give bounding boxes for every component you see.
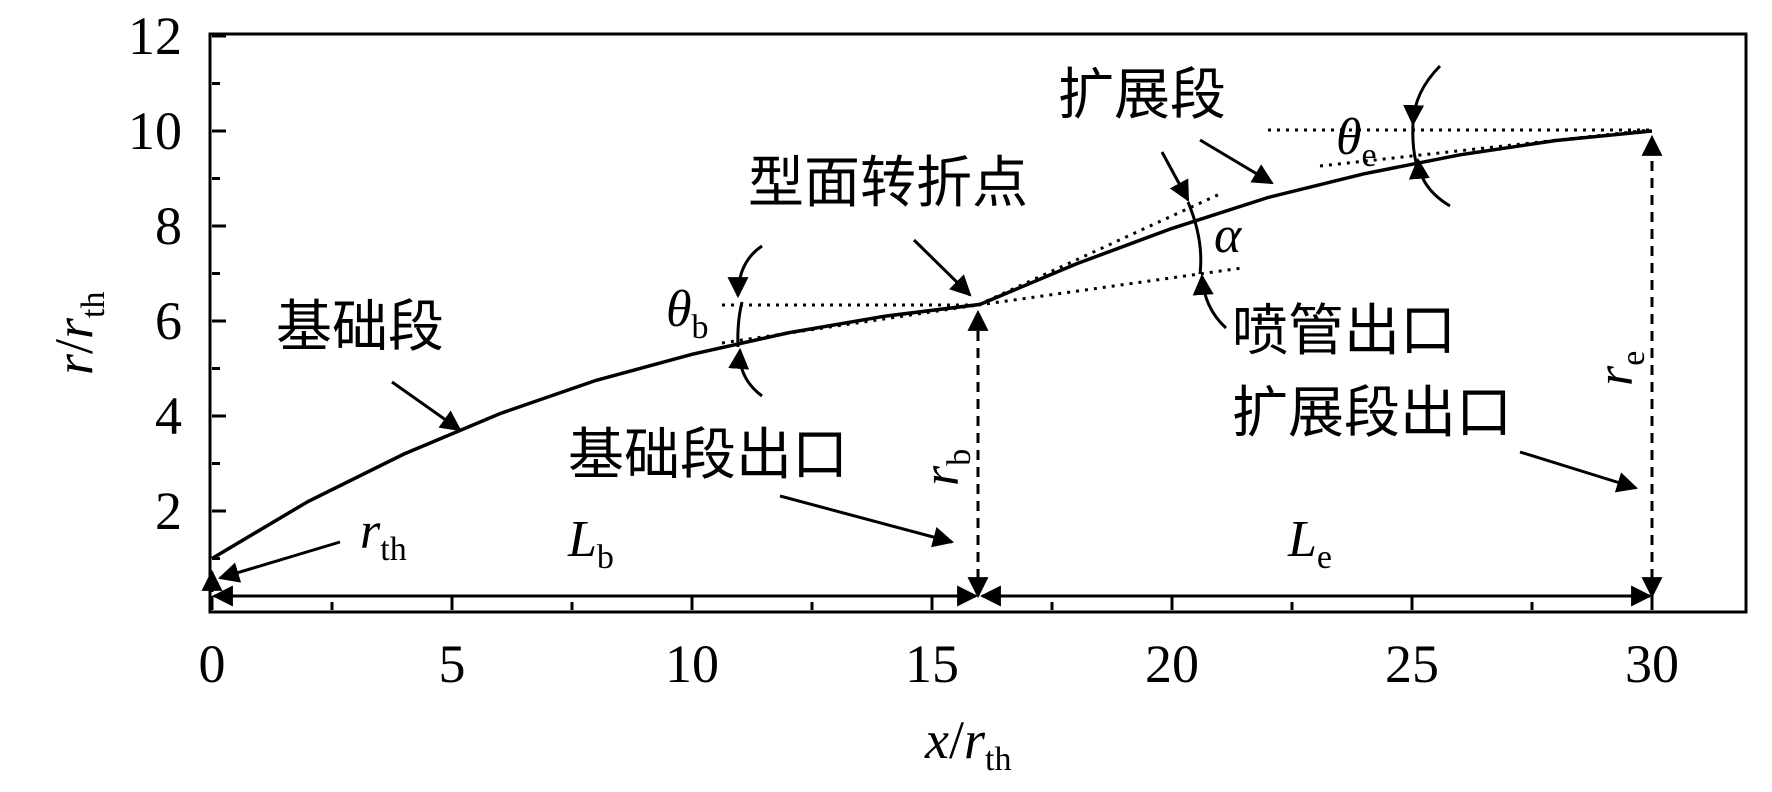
- plot-frame: [208, 32, 1748, 614]
- L-e-label-sub: e: [1317, 539, 1332, 576]
- alpha-upper-pointer: [1160, 151, 1190, 202]
- y-axis-label-r2: r: [44, 317, 104, 339]
- inflection-point-label: 型面转折点: [748, 151, 1028, 216]
- y-axis-label: r/rth: [44, 292, 112, 376]
- y-tick-label: 2: [155, 481, 182, 541]
- x-ticks: 0 5 10 15 20 25 30: [199, 596, 1679, 694]
- x-tick-label: 5: [439, 634, 466, 694]
- r-e-label-sub: e: [1615, 351, 1652, 366]
- x-tick-label: 20: [1145, 634, 1199, 694]
- base-exit-arrow: [779, 494, 955, 548]
- L-e-label-main: L: [1287, 511, 1317, 568]
- x-tick-label: 10: [665, 634, 719, 694]
- theta-b-lower-pointer: [728, 347, 763, 398]
- L-b-label-main: L: [567, 511, 597, 568]
- base-section-label: 基础段: [276, 295, 444, 360]
- r-e-label-main: r: [1587, 365, 1644, 386]
- theta-e-upper-pointer: [1403, 64, 1442, 127]
- alpha-lower-pointer: [1192, 273, 1228, 330]
- y-axis-label-slash: /: [44, 339, 104, 354]
- r-b-label-main: r: [913, 465, 970, 486]
- inflection-point-arrow: [912, 238, 972, 297]
- y-ticks: 2 4 6 8 10 12: [128, 6, 226, 560]
- r-th-label: rth: [360, 503, 407, 568]
- x-axis-label-r: r: [964, 710, 986, 770]
- y-axis-label-r1: r: [44, 353, 104, 375]
- nozzle-exit-label: 喷管出口: [1232, 299, 1456, 364]
- x-tick-label: 25: [1385, 634, 1439, 694]
- L-b-label: Lb: [567, 511, 614, 576]
- theta-e-label-sub: e: [1362, 137, 1377, 174]
- r-th-label-main: r: [360, 503, 381, 560]
- r-th-arrow: [217, 540, 341, 583]
- theta-b-upper-pointer: [727, 244, 763, 299]
- y-tick-label: 12: [128, 6, 182, 66]
- r-b-label: rb: [913, 449, 978, 486]
- y-tick-label: 4: [155, 386, 182, 446]
- theta-b-label-main: θ: [666, 281, 692, 338]
- expansion-section-label: 扩展段: [1058, 63, 1226, 128]
- L-e-label: Le: [1287, 511, 1332, 576]
- expansion-exit-arrow: [1519, 450, 1639, 493]
- y-tick-label: 10: [128, 101, 182, 161]
- x-tick-label: 15: [905, 634, 959, 694]
- y-tick-label: 6: [155, 291, 182, 351]
- expansion-exit-label: 扩展段出口: [1232, 381, 1512, 446]
- x-axis-label-x: x: [924, 710, 949, 770]
- x-axis-label-slash: /: [949, 710, 964, 770]
- r-b-label-sub: b: [941, 449, 978, 466]
- x-axis-label-sub: th: [985, 741, 1011, 778]
- alpha-arc: [1186, 201, 1203, 275]
- y-axis-label-sub: th: [75, 292, 112, 318]
- theta-e-lower-pointer: [1408, 157, 1451, 208]
- alpha-label: α: [1214, 207, 1243, 264]
- theta-e-label: θe: [1336, 109, 1377, 174]
- L-b-label-sub: b: [597, 539, 614, 576]
- r-e-label: re: [1587, 351, 1652, 386]
- y-tick-label: 8: [155, 196, 182, 256]
- x-tick-label: 30: [1625, 634, 1679, 694]
- tangent-exit: [1319, 128, 1651, 168]
- x-axis-label: x/rth: [924, 710, 1011, 778]
- base-exit-label: 基础段出口: [568, 423, 848, 488]
- theta-b-label: θb: [666, 281, 709, 346]
- r-th-label-sub: th: [380, 531, 406, 568]
- theta-b-arc: [736, 301, 744, 348]
- theta-e-label-main: θ: [1336, 109, 1362, 166]
- base-section-arrow: [391, 380, 462, 432]
- theta-b-label-sub: b: [692, 309, 709, 346]
- expansion-section-arrow: [1199, 138, 1274, 185]
- x-tick-label: 0: [199, 634, 226, 694]
